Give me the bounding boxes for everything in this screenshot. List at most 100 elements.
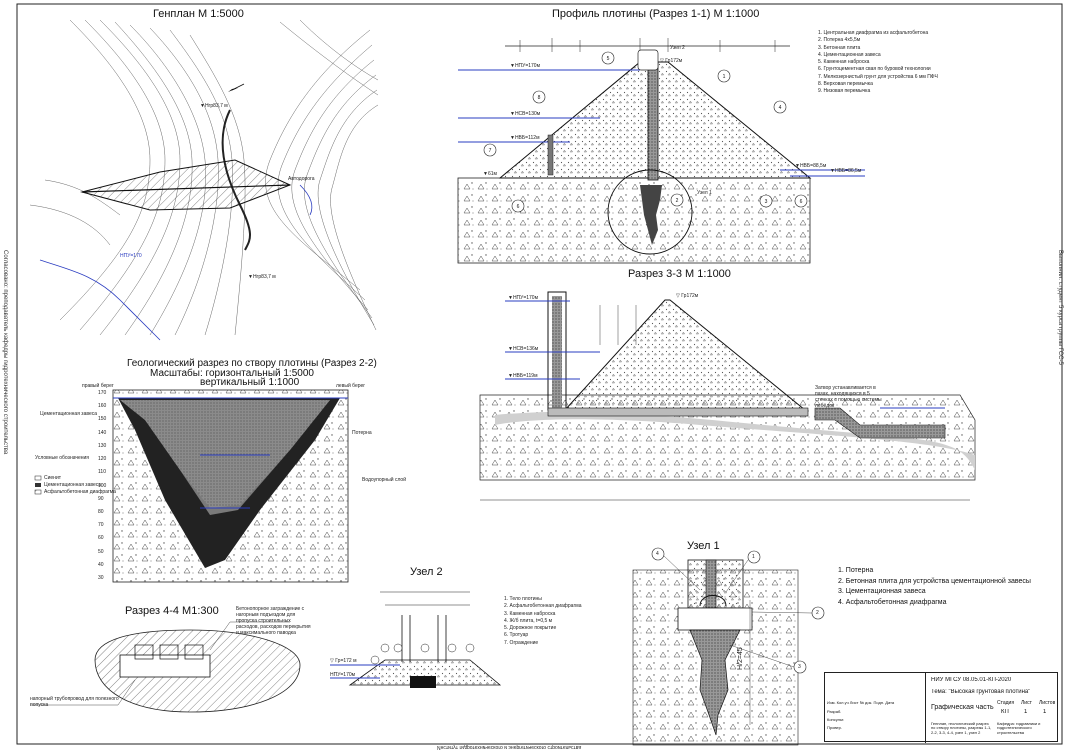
legend-item: 2. Асфальтобетонная диафрагма — [504, 603, 582, 610]
geo-elevation-tick: 130 — [98, 442, 107, 449]
legend-item: 4. Асфальтобетонная диафрагма — [838, 598, 947, 606]
legend-item: 5. Дорожное покрытие — [504, 625, 557, 631]
stamp-role: Консульт. — [827, 717, 845, 722]
stamp-stage: КП — [1001, 709, 1009, 715]
section33-title: Разрез 3-3 М 1:1000 — [628, 268, 731, 280]
profile-node1-tag: Узел 1 — [697, 190, 712, 196]
section44-title: Разрез 4-4 М1:300 — [125, 605, 219, 617]
stamp-sheet: 1 — [1024, 709, 1028, 715]
node2-title: Узел 2 — [410, 566, 443, 578]
geo-gallery-label: Потерна — [352, 430, 372, 436]
node1-callout: 2 — [816, 610, 819, 616]
geo-water-resist: Водоупорный слой — [362, 477, 407, 483]
genplan-title: Генплан М 1:5000 — [153, 8, 244, 20]
stamp-role: Разраб. — [827, 709, 842, 714]
section33-note: Затвор устанавливается в пазах, находящи… — [815, 385, 882, 409]
profile-legend: 1. Центральная диафрагма из асфальтобето… — [818, 30, 938, 95]
svg-text:8: 8 — [538, 95, 541, 101]
node1-title: Узел 1 — [687, 540, 720, 552]
legend-item: 2. Бетонная плита для устройства цемента… — [838, 577, 1031, 585]
stamp-sheets-hdr: Листов — [1039, 700, 1056, 706]
genplan-road: Автодорога — [288, 176, 315, 182]
profile-title: Профиль плотины (Разрез 1-1) М 1:1000 — [552, 8, 760, 20]
stamp-part: Графическая часть — [931, 704, 994, 711]
legend-item: 3. Бетонная плита — [818, 44, 861, 51]
geo-legend-heading: Условные обозначения — [35, 455, 90, 461]
stamp-role: Провер. — [827, 725, 842, 730]
section33-umo: ▼НВБ=119м — [508, 373, 538, 379]
legend-item: 7. Ограждение — [504, 639, 539, 646]
svg-text:6: 6 — [517, 204, 520, 210]
geo-elevation-tick: 40 — [98, 561, 104, 568]
profile-npu: ▼НПУ=170м — [510, 63, 541, 69]
section44-road-note: Бетонопорное заграждение с нагорным подъ… — [236, 606, 311, 636]
section44-pipe-note: напорный трубопровод для полезного попус… — [30, 696, 119, 708]
genplan-npu: НПУ=170 — [120, 253, 142, 259]
svg-text:3: 3 — [765, 199, 768, 205]
node2-crest: ▽ Гр=172 м — [330, 658, 357, 664]
svg-text:6: 6 — [800, 199, 803, 205]
geo-legend-item: Сиенит — [44, 475, 62, 481]
geo-title-line1: Геологический разрез по створу плотины (… — [127, 358, 377, 369]
geo-elevation-tick: 110 — [98, 469, 106, 476]
genplan-drawing — [29, 19, 379, 341]
stamp-dept: Кафедра: гидравлики и гидротехнического … — [997, 722, 1041, 735]
geo-title-line3: вертикальный 1:1000 — [200, 377, 300, 388]
legend-item: 6. Тротуар — [504, 632, 529, 639]
sheet-frame — [16, 3, 1063, 745]
stamp-sheet-hdr: Лист — [1021, 700, 1032, 706]
node1-drawing — [632, 547, 825, 746]
legend-item: 3. Каменная наброска — [504, 610, 556, 617]
stamp-content: Генплан, геологический разрез по створу … — [931, 722, 992, 735]
geo-elevation-tick: 60 — [98, 535, 104, 542]
svg-text:1: 1 — [723, 74, 726, 80]
geo-elevation-tick: 100 — [98, 482, 107, 489]
geo-elevation-tick: 150 — [98, 416, 107, 423]
geo-elevation-tick: 160 — [98, 403, 107, 410]
bottom-text: Институт гидротехнического и энергетичес… — [437, 744, 582, 750]
geo-title-line2: Масштабы: горизонтальный 1:5000 — [150, 368, 314, 379]
genplan-elev-top: ▼Нгр83,7 м — [200, 103, 228, 109]
node2-npu: НПУ=170м — [330, 672, 356, 678]
geo-elevation-tick: 50 — [98, 548, 104, 555]
legend-item: 2. Потерна 4х5,5м — [818, 37, 861, 44]
svg-text:2: 2 — [676, 198, 679, 204]
stamp-topic: Тема: "Высокая грунтовая плотина" — [931, 689, 1031, 695]
geo-right-bank: правый берег — [82, 383, 114, 389]
stamp-row-header: Изм. Кол.уч Лист № док. Подп. Дата — [827, 700, 895, 705]
profile-umo: ▼НВБ=112м — [510, 135, 540, 141]
side-right-text: Выполнил: студент 5 курса группы ГСС-5 — [1057, 250, 1063, 365]
geo-elevation-tick: 70 — [98, 522, 104, 529]
genplan-elev-bottom: ▼Нгр83,7 м — [248, 274, 276, 280]
node1-callout: 1 — [752, 554, 755, 560]
section33-crest: ▽ Гр172м — [676, 293, 699, 299]
geo-legend-item: Цементационная завеса — [44, 482, 102, 488]
geo-elevation-tick: 90 — [98, 495, 104, 502]
legend-item: 5. Каменная наброска — [818, 59, 870, 65]
legend-item: 1. Потерна — [838, 567, 874, 574]
profile-fsl: ▼НСВ=130м — [510, 111, 541, 117]
section33-npu: ▼НПУ=170м — [508, 295, 539, 301]
svg-text:5: 5 — [607, 56, 610, 62]
legend-item: 9. Низовая перемычка — [818, 88, 871, 94]
node2-drawing — [330, 591, 502, 688]
geo-curtain-label: Цементационная завеса — [40, 411, 98, 417]
geo-elevation-tick: 30 — [98, 575, 104, 581]
profile-tail2: ▼НВБ=86,5м — [830, 168, 862, 174]
legend-item: 8. Верховая перемычка — [818, 80, 873, 87]
stamp-code: НИУ МГСУ 08.05.01-КП-2020 — [931, 677, 1012, 683]
svg-text:4: 4 — [779, 105, 782, 111]
profile-base: ▼61м — [483, 171, 497, 177]
geo-elevation-tick: 120 — [98, 456, 107, 463]
side-left-text: Согласовано: преподаватель кафедры гидро… — [2, 250, 8, 455]
profile-tail1: ▼НВБ=88,5м — [795, 163, 827, 169]
geo-elevation-tick: 140 — [98, 429, 107, 436]
section33-fsl: ▼НСВ=136м — [508, 346, 539, 352]
legend-item: 4. Цементационная завеса — [818, 51, 881, 58]
legend-item: 6. Грунтоцементная свая по буровой техно… — [818, 66, 931, 73]
node2-legend: 1. Тело плотины 2. Асфальтобетонная диаф… — [504, 596, 581, 647]
